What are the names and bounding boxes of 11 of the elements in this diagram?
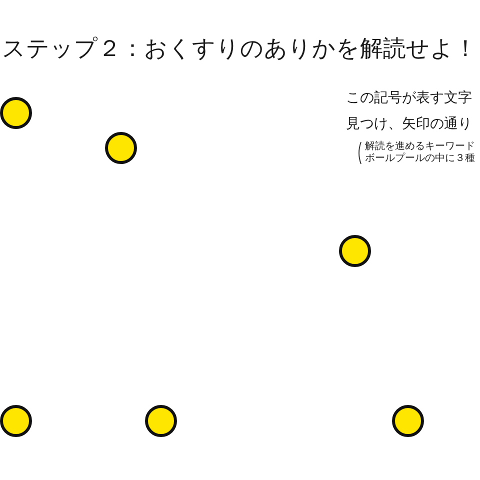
dot-marker xyxy=(105,132,137,164)
dot-marker xyxy=(339,235,371,267)
instruction-text: 見つけ、矢印の通り xyxy=(346,116,472,132)
dot-marker xyxy=(392,405,424,437)
dot-marker xyxy=(0,97,32,129)
hint-text: 解読を進めるキーワード xyxy=(365,141,475,152)
hint-text: ボールプールの中に３種 xyxy=(365,153,475,164)
dot-marker xyxy=(0,405,32,437)
instruction-text: この記号が表す文字 xyxy=(346,90,472,106)
title-heading: ステップ２：おくすりのありかを解読せよ！ xyxy=(2,36,477,62)
dot-marker xyxy=(145,405,177,437)
